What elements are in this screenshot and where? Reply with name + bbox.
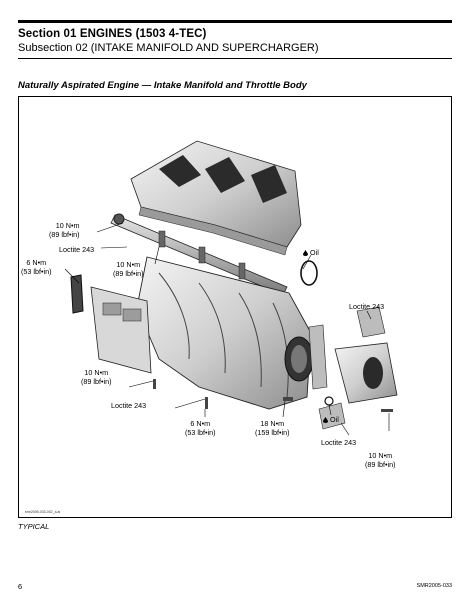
throttle-gasket bbox=[308, 324, 328, 390]
engine-cover bbox=[130, 140, 302, 256]
figure-caption: TYPICAL bbox=[18, 522, 50, 531]
o-ring-oil bbox=[300, 260, 318, 286]
figure-title: Naturally Aspirated Engine — Intake Mani… bbox=[18, 80, 307, 91]
header-rule bbox=[18, 20, 452, 23]
callout-torque-bottom-right: 10 N•m (89 lbf•in) bbox=[365, 451, 396, 469]
oil-drop-icon bbox=[323, 417, 328, 424]
callout-torque-top-left: 10 N•m (89 lbf•in) bbox=[49, 221, 80, 239]
callout-torque-left: 6 N•m (53 lbf•in) bbox=[21, 258, 52, 276]
page-number: 6 bbox=[18, 582, 23, 591]
callout-torque-bottom-center: 18 N•m (159 lbf•in) bbox=[255, 419, 290, 437]
callout-loctite-bottom-right: Loctite 243 bbox=[321, 438, 357, 447]
leader-lines bbox=[64, 222, 390, 436]
callout-loctite-right: Loctite 243 bbox=[349, 302, 385, 311]
callout-torque-lower-left: 10 N•m (89 lbf•in) bbox=[81, 368, 112, 386]
intake-manifold bbox=[136, 256, 314, 410]
callout-torque-bottom-mid: 6 N•m (53 lbf•in) bbox=[185, 419, 216, 437]
callout-loctite-lower: Loctite 243 bbox=[111, 401, 147, 410]
document-code: SMR2005-033 bbox=[416, 583, 452, 589]
mounting-plate bbox=[70, 274, 152, 374]
figure-code: smr2005-033-002_a.ai bbox=[25, 510, 61, 514]
bolts bbox=[153, 379, 393, 412]
exploded-view-illustration bbox=[64, 140, 398, 436]
throttle-body bbox=[318, 306, 398, 430]
callout-oil-top: Oil bbox=[303, 248, 319, 258]
callout-loctite-top: Loctite 243 bbox=[59, 245, 95, 254]
subsection-rule bbox=[18, 58, 452, 59]
oil-drop-icon bbox=[303, 250, 308, 257]
callout-oil-bottom: Oil bbox=[323, 415, 339, 425]
section-title: Section 01 ENGINES (1503 4-TEC) bbox=[18, 28, 207, 40]
figure-frame: 10 N•m (89 lbf•in) Loctite 243 6 N•m (53… bbox=[18, 96, 452, 518]
callout-torque-mid-left: 10 N•m (89 lbf•in) bbox=[113, 260, 144, 278]
subsection-title: Subsection 02 (INTAKE MANIFOLD AND SUPER… bbox=[18, 42, 319, 54]
